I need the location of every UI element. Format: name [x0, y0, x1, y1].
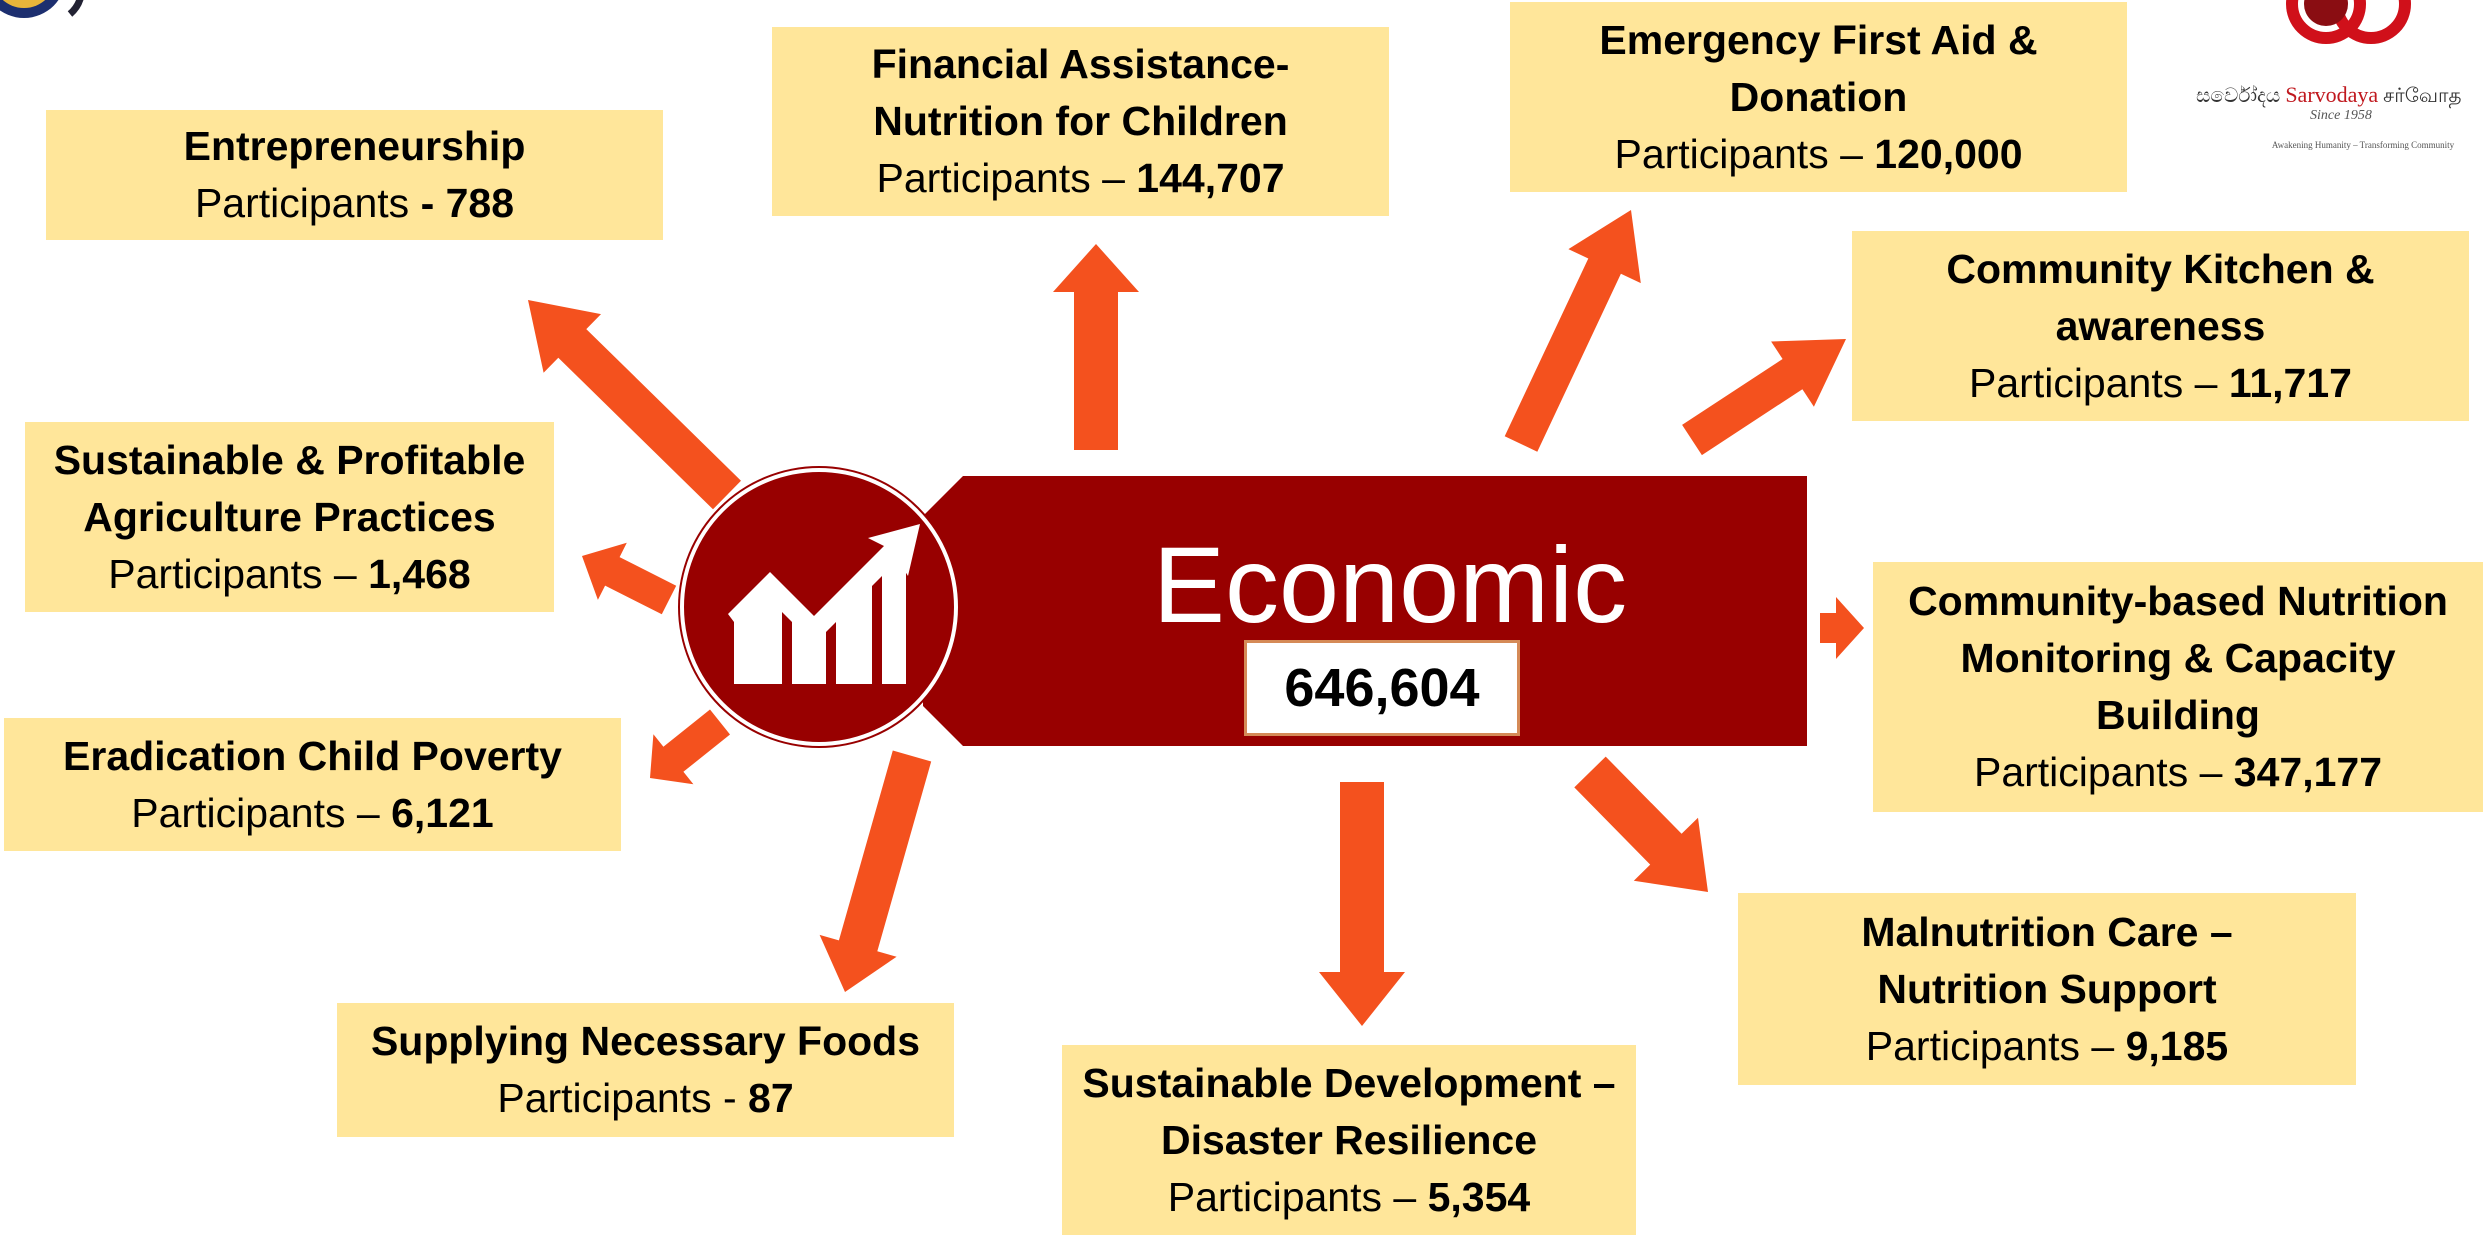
program-title: Malnutrition Care –	[1861, 908, 2233, 955]
program-title: Entrepreneurship	[183, 123, 526, 169]
arrow-to-emergency-first-aid	[1504, 210, 1641, 452]
program-participants: Participants – 9,185	[1865, 1022, 2229, 1069]
participant-count: 5,354	[1427, 1173, 1531, 1220]
program-participants: Participants – 11,717	[1969, 359, 2352, 406]
program-community-kitchen: Community Kitchen & awareness Participan…	[1852, 231, 2469, 421]
arrow-to-agriculture	[582, 542, 677, 615]
program-title: Community-based Nutrition	[1908, 578, 2448, 624]
economic-title: Economic	[1152, 524, 1628, 645]
program-emergency-first-aid: Emergency First Aid & Donation Participa…	[1510, 2, 2127, 192]
program-title: Sustainable & Profitable	[53, 436, 526, 483]
program-participants: Participants – 144,707	[876, 155, 1285, 201]
program-title-line3: Building	[2096, 692, 2260, 738]
participant-count: 6,121	[391, 789, 494, 836]
program-title-line2: Nutrition Support	[1877, 965, 2217, 1012]
program-entrepreneurship: Entrepreneurship Participants - 788	[46, 110, 663, 240]
sarvodaya-tagline: Awakening Humanity – Transforming Commun…	[2271, 140, 2455, 150]
program-nutrition-monitoring: Community-based Nutrition Monitoring & C…	[1873, 562, 2483, 812]
program-title: Eradication Child Poverty	[63, 732, 562, 779]
program-participants: Participants – 5,354	[1167, 1173, 1531, 1220]
program-child-poverty: Eradication Child Poverty Participants –…	[4, 718, 621, 851]
program-title: Supplying Necessary Foods	[370, 1018, 921, 1064]
arrow-to-necessary-foods	[819, 750, 932, 992]
sarvodaya-logo	[2286, 0, 2411, 44]
program-participants: Participants - 788	[194, 180, 515, 226]
program-necessary-foods: Supplying Necessary Foods Participants -…	[337, 1003, 954, 1137]
program-title-line2: Disaster Resilience	[1160, 1116, 1538, 1163]
program-title: Community Kitchen &	[1946, 245, 2375, 292]
program-title: Emergency First Aid &	[1599, 16, 2038, 63]
arrow-to-community-kitchen	[1682, 339, 1846, 456]
sarvodaya-since: Since 1958	[2310, 108, 2372, 123]
participant-count: 144,707	[1136, 155, 1285, 201]
program-title-line2: Monitoring & Capacity	[1960, 635, 2396, 681]
program-participants: Participants – 6,121	[131, 789, 494, 836]
sarvodaya-wordmark: සර්වෝදය Sarvodaya சர்வோத	[2196, 82, 2462, 107]
arrow-to-nutrition-monitoring	[1820, 597, 1864, 659]
program-title: Financial Assistance-	[871, 41, 1290, 87]
program-malnutrition-care: Malnutrition Care – Nutrition Support Pa…	[1738, 893, 2356, 1085]
arrow-to-malnutrition-care	[1574, 756, 1708, 892]
participant-count: 9,185	[2125, 1022, 2229, 1069]
participant-count: 120,000	[1874, 130, 2023, 177]
program-title-line2: awareness	[2055, 302, 2266, 349]
program-participants: Participants - 87	[497, 1075, 794, 1121]
program-disaster-resilience: Sustainable Development – Disaster Resil…	[1062, 1045, 1636, 1235]
program-title-line2: Donation	[1729, 73, 1908, 120]
participant-count: 87	[748, 1075, 794, 1121]
arrow-to-child-poverty	[650, 709, 730, 785]
program-participants: Participants – 347,177	[1973, 749, 2383, 795]
program-participants: Participants – 120,000	[1614, 130, 2023, 177]
growth-chart-circle	[680, 468, 958, 746]
participant-count: 1,468	[368, 550, 471, 597]
program-participants: Participants – 1,468	[108, 550, 471, 597]
growth-chart-icon	[728, 524, 920, 684]
arrow-to-disaster-resilience	[1319, 782, 1405, 1026]
program-title: Sustainable Development –	[1082, 1059, 1616, 1106]
partner-logo-left	[0, 0, 84, 18]
program-title-line2: Nutrition for Children	[873, 98, 1288, 144]
participant-count: 788	[445, 180, 515, 226]
economic-banner	[923, 476, 1807, 746]
participant-count: 11,717	[2228, 359, 2352, 406]
program-financial-assistance: Financial Assistance- Nutrition for Chil…	[772, 27, 1389, 216]
participant-count: 347,177	[2233, 749, 2383, 795]
program-title-line2: Agriculture Practices	[83, 493, 496, 540]
arrow-to-financial-assistance	[1053, 244, 1139, 450]
arrow-to-entrepreneurship	[528, 300, 741, 510]
program-agriculture: Sustainable & Profitable Agriculture Pra…	[25, 422, 554, 612]
economic-total: 646,604	[1244, 640, 1520, 736]
